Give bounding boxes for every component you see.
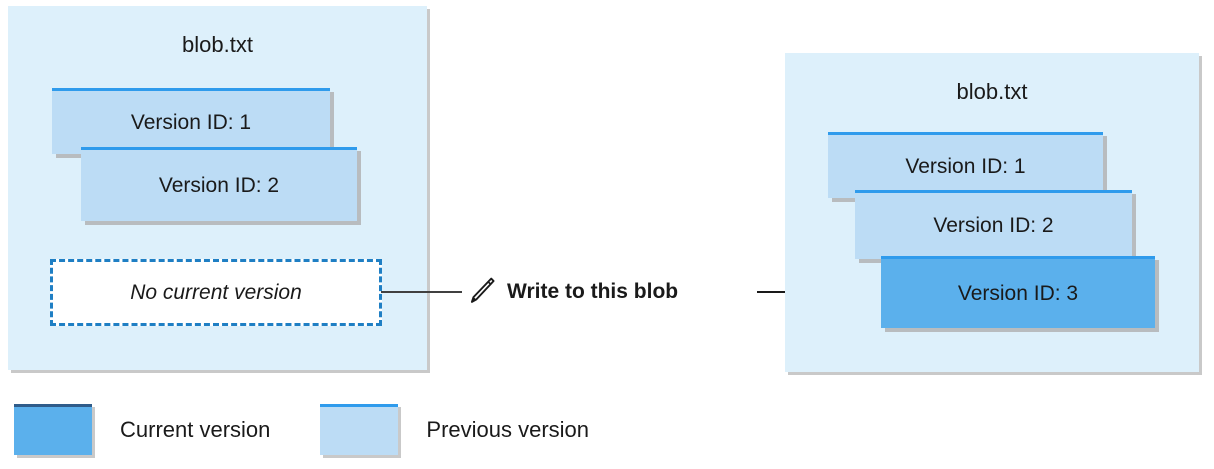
blob-name-right: blob.txt xyxy=(956,79,1028,104)
write-action-group: Write to this blob xyxy=(466,272,678,312)
version-card-right-1: Version ID: 1 xyxy=(828,132,1103,198)
version-card-right-3-current: Version ID: 3 xyxy=(881,256,1155,328)
pencil-icon xyxy=(470,277,495,303)
legend-item-current-version: Current version xyxy=(14,404,270,455)
version-card-label: Version ID: 3 xyxy=(957,281,1079,305)
legend-label-previous: Previous version xyxy=(426,416,590,442)
legend-label-current: Current version xyxy=(120,416,271,442)
blob-name-left: blob.txt xyxy=(182,32,253,57)
no-current-version-label: No current version xyxy=(130,280,302,304)
version-card-label: Version ID: 1 xyxy=(905,154,1026,178)
legend-item-previous-version: Previous version xyxy=(320,404,589,455)
legend: Current version Previous version xyxy=(14,404,589,455)
no-current-version-box: No current version xyxy=(50,259,382,326)
version-card-label: Version ID: 1 xyxy=(130,110,252,134)
connector-line xyxy=(381,291,462,293)
version-card-left-2: Version ID: 2 xyxy=(81,147,357,221)
legend-swatch-previous xyxy=(320,404,399,455)
version-card-label: Version ID: 2 xyxy=(158,173,280,197)
version-card-left-1: Version ID: 1 xyxy=(52,88,330,154)
write-action-label: Write to this blob xyxy=(507,280,679,303)
version-card-right-2: Version ID: 2 xyxy=(855,190,1132,259)
legend-swatch-current xyxy=(14,404,92,455)
version-card-label: Version ID: 2 xyxy=(933,214,1054,237)
